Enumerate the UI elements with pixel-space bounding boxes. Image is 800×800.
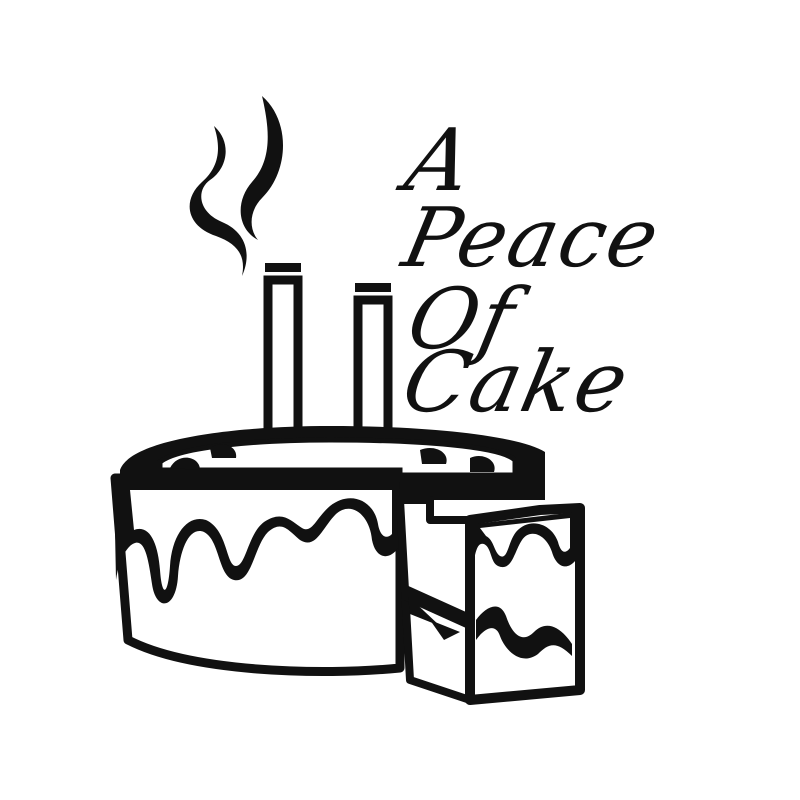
- cake-slice-icon: [396, 496, 585, 705]
- smoke-icon: [189, 96, 283, 276]
- logo-text-line-2: Peace: [395, 191, 669, 286]
- cake-icon: [110, 426, 545, 677]
- logo-text-line-4: Cake: [394, 333, 639, 431]
